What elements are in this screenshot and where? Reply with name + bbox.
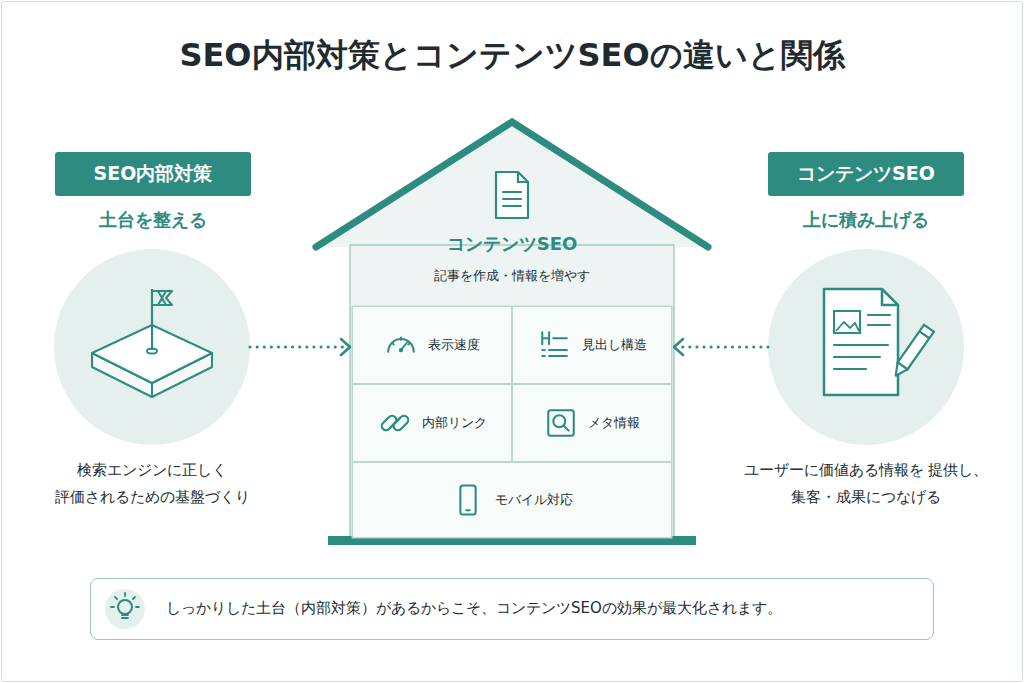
- gauge-arc: [388, 339, 414, 352]
- badge-label: コンテンツSEO: [797, 161, 935, 187]
- circle-shape: [768, 249, 964, 445]
- factor-cell: 表示速度: [352, 306, 512, 384]
- badge-subtitle: 上に積み上げる: [738, 208, 994, 232]
- arrow-head: [674, 339, 683, 355]
- house-shape: コンテンツSEO 記事を作成・情報を増やす表示速度 見出し構造内部リンク メタ情報モバ…: [350, 120, 674, 546]
- category-badge: SEO内部対策土台を整える: [55, 152, 251, 196]
- meta-frame: [548, 410, 574, 436]
- pencil-body: [898, 325, 934, 370]
- cell-label: モバイル対応: [495, 491, 573, 509]
- description-text: 検索エンジンに正しく 評価されるための基盤づくり: [22, 457, 282, 511]
- meta-icon: [544, 406, 578, 440]
- bulb-icon: [91, 579, 161, 639]
- cell-label: 内部リンク: [422, 414, 487, 432]
- badge-label: SEO内部対策: [94, 161, 213, 187]
- document-icon: [496, 172, 528, 218]
- flow-arrow: [674, 339, 768, 355]
- description-text: ユーザーに価値ある情報を 提供し、集客・成果につなげる: [736, 457, 996, 511]
- pencil: [891, 325, 934, 379]
- doc-page: [824, 289, 898, 395]
- mobile-icon: [451, 483, 485, 517]
- house-walls: [350, 245, 674, 538]
- doc-fold: [882, 289, 898, 305]
- circle-bg: [768, 249, 964, 445]
- doc-lines: [834, 315, 890, 369]
- note-text: しっかりした土台（内部対策）があるからこそ、コンテンツSEOの効果が最大化されま…: [166, 579, 782, 638]
- flag-pole: [151, 289, 153, 350]
- roof-line: [316, 122, 708, 247]
- illustration-circle: ユーザーに価値ある情報を 提供し、集客・成果につなげる: [768, 249, 964, 445]
- dotted-line: [677, 346, 768, 349]
- factor-cell: 見出し構造: [512, 306, 672, 384]
- dotted-line: [250, 346, 347, 349]
- cell-label: メタ情報: [588, 414, 640, 432]
- factor-cell: メタ情報: [512, 384, 672, 462]
- doc-icon-page: [496, 172, 528, 218]
- factor-cell: 内部リンク: [352, 384, 512, 462]
- doc-image: [834, 311, 860, 333]
- meta-handle: [564, 426, 569, 431]
- note-box: しっかりした土台（内部対策）があるからこそ、コンテンツSEOの効果が最大化されま…: [90, 578, 934, 640]
- doc-icon-lines: [503, 192, 521, 206]
- link-bar: [390, 419, 399, 428]
- grid-frame: [352, 306, 672, 538]
- factor-cell: モバイル対応: [352, 462, 672, 538]
- cell-label: 見出し構造: [582, 336, 647, 354]
- doc-image-mountain: [836, 322, 859, 331]
- house-subtitle: 記事を作成・情報を増やす: [350, 267, 674, 285]
- gauge-hub: [399, 348, 403, 352]
- heading-icon: [538, 328, 572, 362]
- phone-button: [466, 509, 469, 511]
- bulb-glass: [118, 600, 132, 614]
- flow-arrow: [250, 339, 350, 355]
- heading-lines: [542, 332, 567, 356]
- bulb-bg: [105, 589, 145, 629]
- flag-cloth: [152, 291, 172, 305]
- cell-label: 表示速度: [428, 336, 480, 354]
- bulb-base: [111, 593, 139, 618]
- pencil-tip: [891, 331, 930, 379]
- link-icon: [378, 406, 412, 440]
- category-badge: コンテンツSEO上に積み上げる: [768, 152, 964, 196]
- arrow-head: [341, 339, 350, 355]
- circle-bg: [54, 249, 250, 445]
- phone-body: [460, 486, 475, 515]
- badge-subtitle: 土台を整える: [25, 208, 281, 232]
- diagram-title: SEO内部対策とコンテンツSEOの違いと関係: [0, 34, 1024, 76]
- house-heading: コンテンツSEO: [350, 232, 674, 256]
- illustration-circle: 検索エンジンに正しく 評価されるための基盤づくり: [54, 249, 250, 445]
- roof-fill: [316, 122, 708, 247]
- speed-icon: [384, 328, 418, 362]
- doc-icon-fold: [518, 172, 528, 182]
- circle-shape: [54, 249, 250, 445]
